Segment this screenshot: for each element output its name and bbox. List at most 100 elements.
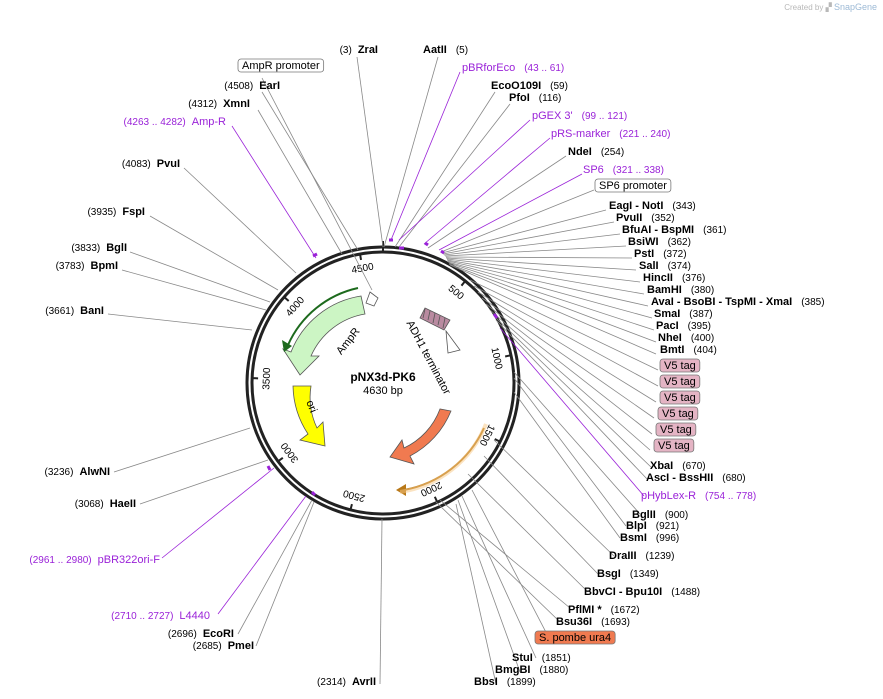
promoter-box: [594, 178, 672, 193]
promoter-box: [237, 58, 325, 73]
enzyme-position: (1349): [630, 569, 659, 580]
tick-label: 3500: [261, 367, 273, 390]
enzyme-position: (921): [656, 521, 679, 532]
plasmid-name: pNX3d-PK6: [350, 370, 416, 384]
primer-position: (99 .. 121): [582, 111, 628, 122]
v5-tag-box: [659, 358, 701, 373]
enzyme-name: BbvCI - Bpu10I: [584, 586, 662, 598]
snapgene-logo-icon: ▞: [825, 3, 832, 12]
v5-tag-box: [655, 422, 697, 437]
brand-credit: Created by ▞ SnapGene: [784, 2, 877, 12]
tick-label: 2500: [342, 487, 367, 503]
enzyme-name: EarI: [259, 80, 280, 92]
feature-ura4: [389, 408, 488, 496]
tick-label: 4500: [351, 261, 375, 276]
v5-tag-label: V5 tag: [664, 392, 696, 404]
primer-position: (2961 .. 2980): [29, 555, 91, 566]
enzyme-name: BmgBI: [495, 664, 530, 676]
enzyme-name: BsmI: [620, 532, 647, 544]
tick-mark: [359, 253, 363, 261]
enzyme-name: EcoO109I: [491, 80, 541, 92]
enzyme-position: (4508): [224, 81, 253, 92]
tick-label: 4000: [284, 295, 307, 319]
v5-tag-label: V5 tag: [662, 408, 694, 420]
v5-tag-box: [657, 406, 699, 421]
enzyme-name: PvuII: [616, 212, 642, 224]
tick-mark: [277, 456, 284, 463]
tick-mark: [349, 503, 353, 511]
enzyme-position: (4312): [188, 99, 217, 110]
feature-ori: ori: [292, 385, 326, 447]
primer-name: pBRforEco: [462, 62, 515, 74]
enzyme-position: (2696): [168, 629, 197, 640]
enzyme-name: AlwNI: [79, 466, 110, 478]
enzyme-position: (2314): [317, 677, 346, 688]
enzyme-name: HincII: [643, 272, 673, 284]
tick-mark: [494, 438, 501, 443]
primer-name: pBR322ori-F: [98, 554, 161, 566]
primer-position: (43 .. 61): [524, 63, 564, 74]
primer-position: (4263 .. 4282): [124, 117, 186, 128]
enzyme-name: PstI: [634, 248, 654, 260]
primer-name: pGEX 3': [532, 110, 573, 122]
enzyme-position: (1239): [646, 551, 675, 562]
enzyme-name: XmnI: [223, 98, 250, 110]
primer-position: (221 .. 240): [619, 129, 670, 140]
leader-lines: [107, 56, 659, 685]
enzyme-name: BglII: [632, 509, 656, 521]
enzyme-position: (3): [340, 45, 352, 56]
enzyme-name: SalI: [639, 260, 659, 272]
primer-name: SP6: [583, 164, 604, 176]
enzyme-position: (116): [539, 93, 562, 104]
enzyme-name: NheI: [658, 332, 682, 344]
enzyme-position: (404): [693, 345, 716, 356]
enzyme-name: BsiWI: [628, 236, 659, 248]
primer-markers: [266, 238, 499, 497]
ampr-promoter-arrow: [365, 291, 379, 307]
enzyme-position: (996): [656, 533, 679, 544]
enzyme-name: Bsu36I: [556, 616, 592, 628]
enzyme-name: BanI: [80, 305, 104, 317]
enzyme-name: XbaI: [650, 460, 673, 472]
feature-label-ori: ori: [303, 399, 319, 415]
enzyme-position: (3661): [45, 306, 74, 317]
enzyme-position: (2685): [193, 641, 222, 652]
tick-label: 3000: [279, 440, 301, 465]
enzyme-name: NdeI: [568, 146, 592, 158]
enzyme-position: (254): [601, 147, 624, 158]
enzyme-position: (1880): [539, 665, 568, 676]
promoter-label: SP6 promoter: [599, 180, 667, 192]
enzyme-name: AvrII: [352, 676, 376, 688]
enzyme-position: (1851): [542, 653, 571, 664]
tick-label: 1000: [488, 346, 504, 371]
primer-name: pRS-marker: [551, 128, 611, 140]
enzyme-position: (59): [550, 81, 568, 92]
enzyme-position: (3783): [56, 261, 85, 272]
enzyme-name: BlpI: [626, 520, 647, 532]
enzyme-position: (376): [682, 273, 705, 284]
enzyme-name: AscI - BssHII: [646, 472, 713, 484]
enzyme-position: (374): [668, 261, 691, 272]
enzyme-position: (395): [688, 321, 711, 332]
enzyme-position: (4083): [122, 159, 151, 170]
enzyme-name: BglI: [106, 242, 127, 254]
enzyme-name: PacI: [656, 320, 679, 332]
enzyme-name: EagI - NotI: [609, 200, 663, 212]
tick-mark: [460, 280, 467, 287]
enzyme-name: BpmI: [91, 260, 119, 272]
enzyme-name: BsgI: [597, 568, 621, 580]
enzyme-name: ZraI: [358, 44, 378, 56]
enzyme-position: (1488): [671, 587, 700, 598]
enzyme-name: StuI: [512, 652, 533, 664]
primer-name: L4440: [179, 610, 210, 622]
tick-mark: [504, 354, 512, 358]
v5-tag-label: V5 tag: [660, 424, 692, 436]
enzyme-position: (3833): [71, 243, 100, 254]
feature-label-ampr: AmpR: [334, 326, 362, 358]
enzyme-position: (362): [668, 237, 691, 248]
enzyme-position: (385): [801, 297, 824, 308]
primer-name: pHybLex-R: [641, 490, 696, 502]
enzyme-position: (670): [682, 461, 705, 472]
ura4-box: [534, 630, 616, 645]
